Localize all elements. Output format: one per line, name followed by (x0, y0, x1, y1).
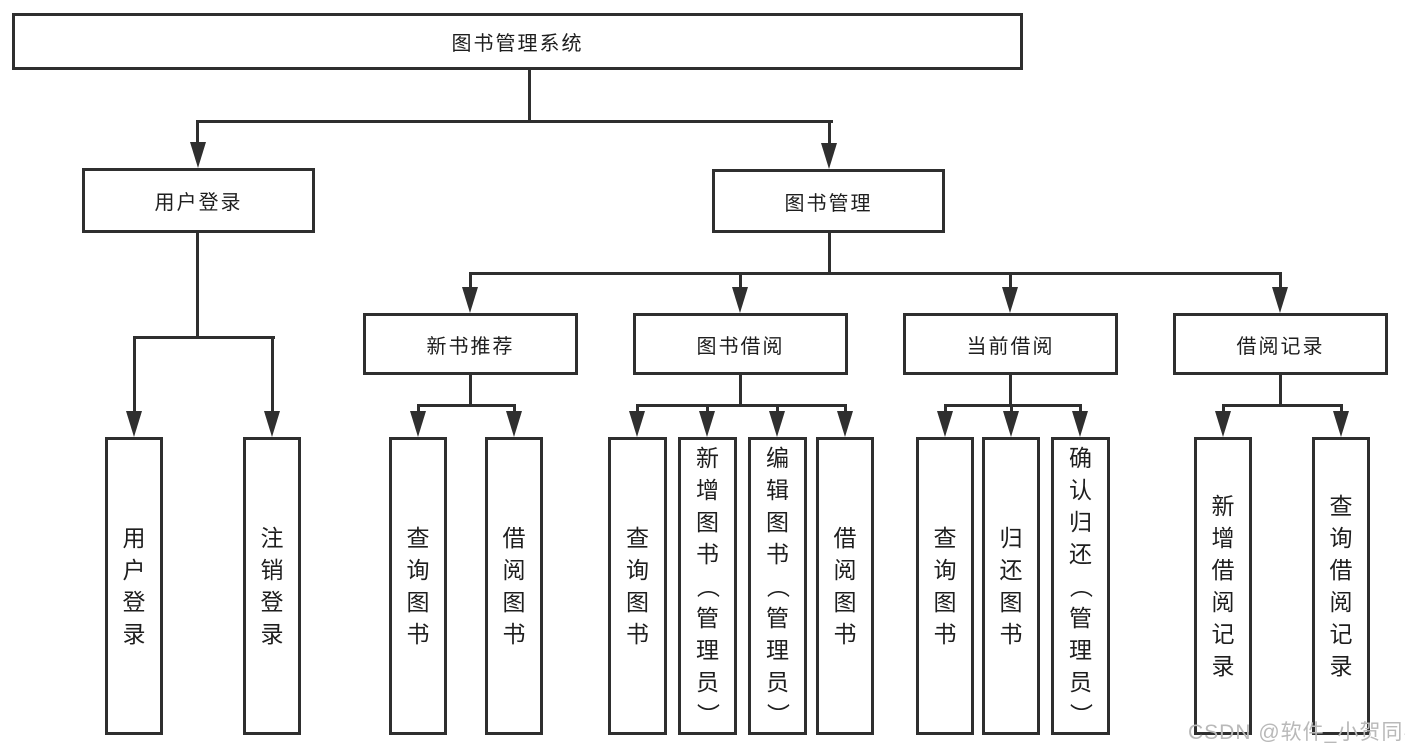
edge-arrow (1215, 411, 1231, 437)
node-borrow-records-label: 借阅记录 (1236, 335, 1325, 358)
edge-arrow (1003, 411, 1019, 437)
edge-arrow (190, 142, 206, 168)
edge-line (739, 272, 742, 290)
leaf-user-login-label: 用户登录 (122, 524, 146, 647)
leaf-logout: 注销登录 (243, 437, 301, 735)
edge-line (196, 233, 199, 339)
edge-line (1079, 404, 1082, 414)
node-current-borrow-label: 当前借阅 (966, 335, 1055, 358)
edge-line (469, 272, 472, 290)
leaf-borrow-books-2-label: 借阅图书 (833, 524, 857, 647)
leaf-confirm-return-label: 确认归还（管理员） (1068, 444, 1094, 726)
leaf-edit-books-label: 编辑图书（管理员） (765, 444, 791, 726)
leaf-return-books-label: 归还图书 (999, 524, 1023, 647)
leaf-add-record-label: 新增借阅记录 (1211, 492, 1235, 679)
edge-line (944, 404, 1082, 407)
node-book-borrow-label: 图书借阅 (696, 335, 785, 358)
edge-line (1010, 404, 1013, 414)
edge-line (844, 404, 847, 414)
leaf-logout-label: 注销登录 (260, 524, 284, 647)
edge-line (513, 404, 516, 414)
leaf-query-record-label: 查询借阅记录 (1329, 492, 1353, 679)
leaf-user-login: 用户登录 (105, 437, 163, 735)
edge-line (417, 404, 420, 414)
leaf-borrow-books-1: 借阅图书 (485, 437, 543, 735)
edge-line (196, 120, 199, 146)
edge-line (1279, 375, 1282, 407)
edge-line (706, 404, 709, 414)
leaf-add-record: 新增借阅记录 (1194, 437, 1252, 735)
edge-arrow (462, 287, 478, 313)
leaf-add-books-label: 新增图书（管理员） (695, 444, 721, 726)
leaf-query-books-1: 查询图书 (389, 437, 447, 735)
node-user-login: 用户登录 (82, 168, 315, 233)
leaf-edit-books: 编辑图书（管理员） (748, 437, 807, 735)
leaf-add-books: 新增图书（管理员） (678, 437, 737, 735)
leaf-query-books-3-label: 查询图书 (933, 524, 957, 647)
edge-arrow (629, 411, 645, 437)
node-book-mgmt-label: 图书管理 (784, 192, 873, 215)
edge-line (469, 375, 472, 407)
edge-line (776, 404, 779, 414)
leaf-query-books-1-label: 查询图书 (406, 524, 430, 647)
node-new-books-label: 新书推荐 (426, 335, 515, 358)
edge-line (828, 233, 831, 275)
edge-arrow (699, 411, 715, 437)
edge-line (636, 404, 639, 414)
edge-arrow (769, 411, 785, 437)
edge-line (196, 120, 833, 123)
leaf-query-books-2-label: 查询图书 (626, 524, 649, 647)
edge-line (133, 336, 275, 339)
edge-line (271, 336, 274, 415)
leaf-borrow-books-1-label: 借阅图书 (502, 524, 526, 647)
edge-line (828, 120, 831, 147)
edge-line (1340, 404, 1343, 414)
edge-line (469, 272, 1282, 275)
edge-line (1279, 272, 1282, 290)
node-new-books: 新书推荐 (363, 313, 578, 375)
node-root-label: 图书管理系统 (451, 33, 584, 55)
edge-line (944, 404, 947, 414)
node-book-borrow: 图书借阅 (633, 313, 848, 375)
edge-arrow (506, 411, 522, 437)
edge-line (636, 404, 846, 407)
edge-line (528, 70, 531, 123)
node-borrow-records: 借阅记录 (1173, 313, 1388, 375)
edge-arrow (937, 411, 953, 437)
leaf-query-books-2: 查询图书 (608, 437, 667, 735)
edge-arrow (1072, 411, 1088, 437)
edge-arrow (126, 411, 142, 437)
edge-line (1009, 272, 1012, 290)
edge-arrow (732, 287, 748, 313)
leaf-query-record: 查询借阅记录 (1312, 437, 1370, 735)
node-book-mgmt: 图书管理 (712, 169, 945, 233)
leaf-query-books-3: 查询图书 (916, 437, 974, 735)
edge-line (417, 404, 516, 407)
leaf-borrow-books-2: 借阅图书 (816, 437, 874, 735)
edge-arrow (1002, 287, 1018, 313)
node-current-borrow: 当前借阅 (903, 313, 1118, 375)
edge-arrow (1333, 411, 1349, 437)
node-user-login-label: 用户登录 (154, 192, 243, 214)
csdn-watermark: CSDN @软件_小贺同学 (1188, 721, 1405, 744)
leaf-confirm-return: 确认归还（管理员） (1051, 437, 1110, 735)
edge-line (1222, 404, 1225, 414)
leaf-return-books: 归还图书 (982, 437, 1040, 735)
edge-line (133, 336, 136, 415)
edge-line (1222, 404, 1342, 407)
node-root: 图书管理系统 (12, 13, 1023, 70)
edge-arrow (410, 411, 426, 437)
edge-arrow (837, 411, 853, 437)
edge-line (1009, 375, 1012, 407)
edge-arrow (821, 143, 837, 169)
edge-arrow (264, 411, 280, 437)
edge-arrow (1272, 287, 1288, 313)
edge-line (739, 375, 742, 407)
